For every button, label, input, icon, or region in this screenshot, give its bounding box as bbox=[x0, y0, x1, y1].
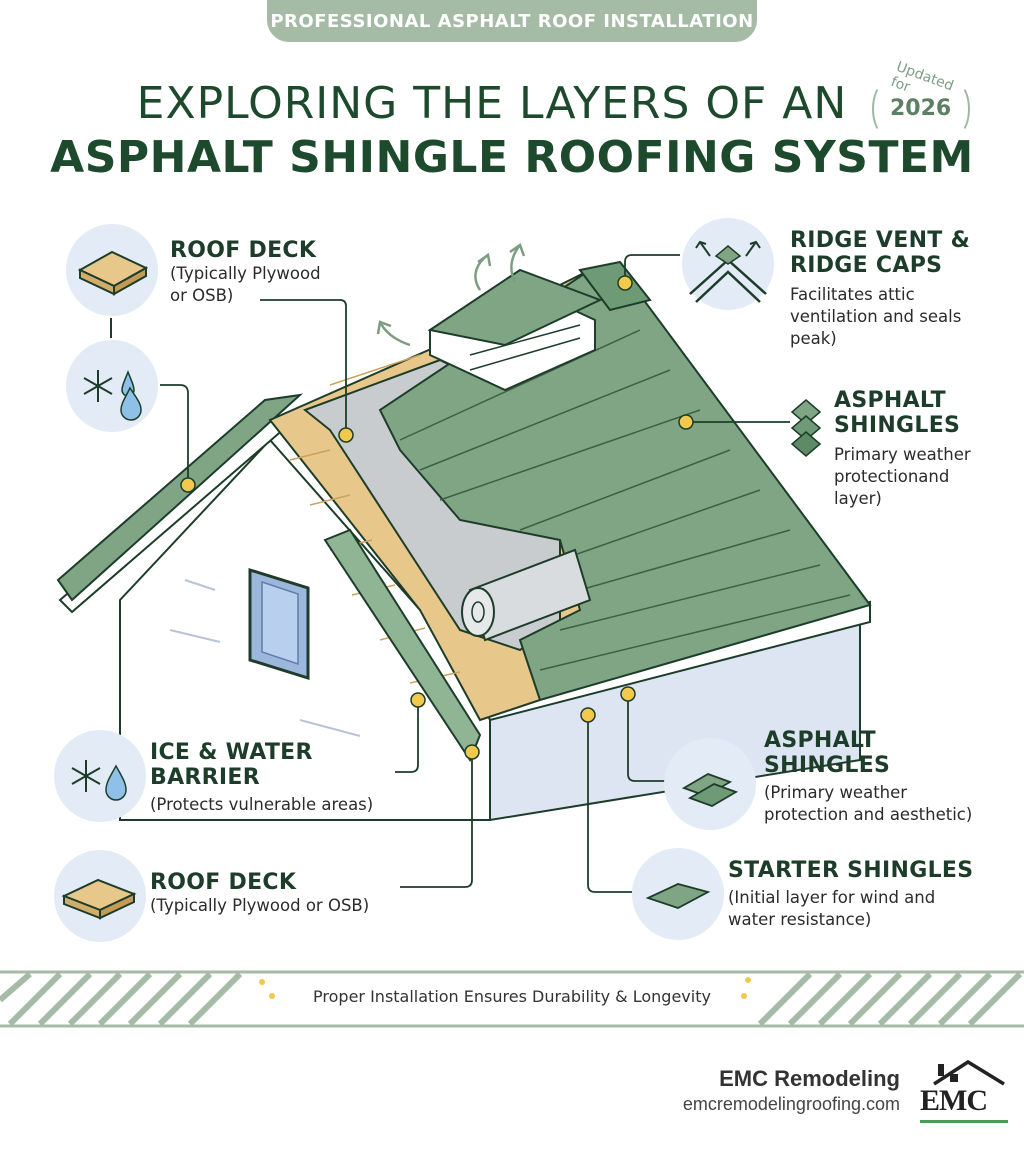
label-desc: peak) bbox=[790, 329, 837, 348]
company-name: EMC Remodeling bbox=[719, 1066, 900, 1091]
label-title: ICE & WATER bbox=[150, 740, 313, 765]
label-desc: water resistance) bbox=[728, 910, 872, 929]
label-title: ROOF DECK bbox=[150, 870, 297, 895]
top-banner: PROFESSIONAL ASPHALT ROOF INSTALLATION bbox=[267, 0, 757, 42]
badge-brace-left bbox=[872, 84, 896, 134]
label-desc: protectionand bbox=[834, 467, 950, 486]
pattern-left bbox=[0, 971, 243, 1027]
ice-water-icon-circle bbox=[54, 730, 146, 822]
label-desc: Facilitates attic bbox=[790, 285, 915, 304]
starter-shingle-icon bbox=[645, 883, 711, 909]
label-roof-deck-bottom: ROOF DECK (Typically Plywood or OSB) bbox=[150, 870, 369, 917]
label-starter-shingles: STARTER SHINGLES (Initial layer for wind… bbox=[728, 858, 973, 931]
siding-line bbox=[299, 719, 361, 737]
logo-underline bbox=[920, 1120, 1008, 1123]
label-desc: (Initial layer for wind and bbox=[728, 888, 936, 907]
shingle-stack-icon bbox=[790, 399, 822, 457]
starter-shingles-icon-circle bbox=[632, 848, 724, 940]
pattern-right bbox=[757, 971, 1023, 1027]
callout-dots bbox=[180, 275, 694, 760]
logo-text: EMC bbox=[920, 1084, 988, 1117]
roof-deck-bottom-icon-circle bbox=[54, 850, 146, 942]
updated-year: 2026 bbox=[890, 96, 952, 121]
ice-water-barrier bbox=[323, 528, 482, 763]
underlayment-roll bbox=[461, 548, 592, 642]
asphalt-shingles-bottom-icon-circle bbox=[664, 738, 756, 830]
label-desc: (Typically Plywood or OSB) bbox=[150, 896, 370, 915]
airflow-arrows bbox=[376, 243, 526, 347]
footer-tagline: Proper Installation Ensures Durability &… bbox=[313, 987, 711, 1006]
title-line-1: EXPLORING THE LAYERS OF AN bbox=[136, 78, 848, 129]
company-info: EMC Remodeling emcremodelingroofing.com bbox=[683, 1066, 900, 1115]
label-desc: (Protects vulnerable areas) bbox=[150, 795, 374, 814]
window-glass bbox=[261, 580, 299, 666]
plywood-icon bbox=[77, 250, 149, 296]
footer-pattern-band bbox=[0, 970, 1024, 1028]
label-desc: (Primary weather bbox=[764, 783, 908, 802]
company-url: emcremodelingroofing.com bbox=[682, 1094, 900, 1114]
badge-brace-right bbox=[946, 84, 970, 134]
label-title: SHINGLES bbox=[834, 413, 961, 438]
label-ridge-vent: RIDGE VENT & RIDGE CAPS Facilitates atti… bbox=[790, 228, 970, 350]
snowflake-drop-icon bbox=[83, 369, 142, 421]
label-title: RIDGE VENT & bbox=[790, 228, 971, 253]
shingle-rows bbox=[399, 329, 851, 671]
roof-deck-top-icon-circle bbox=[66, 224, 158, 316]
label-title: ASPHALT bbox=[764, 728, 876, 753]
label-desc: layer) bbox=[834, 489, 882, 508]
leader-lines bbox=[160, 254, 790, 893]
label-title: ROOF DECK bbox=[170, 238, 317, 263]
label-desc: Primary weather bbox=[834, 445, 971, 464]
shingle-stack-icon bbox=[681, 773, 739, 807]
label-title: RIDGE CAPS bbox=[790, 253, 943, 278]
house-roof-icon bbox=[933, 1059, 1005, 1086]
title-line-2: ASPHALT SHINGLE ROOFING SYSTEM bbox=[50, 132, 974, 183]
label-desc: ventilation and seals bbox=[790, 307, 962, 326]
ridge-cap bbox=[578, 260, 652, 312]
siding-line bbox=[169, 629, 221, 643]
label-ice-water: ICE & WATER BARRIER (Protects vulnerable… bbox=[150, 740, 373, 816]
updated-badge: Updated for 2026 bbox=[872, 59, 970, 134]
snowflake-drop-icon bbox=[71, 760, 127, 801]
label-title: SHINGLES bbox=[764, 753, 891, 778]
roof-diagram bbox=[56, 243, 872, 893]
ridge-vent-icon bbox=[689, 240, 767, 303]
left-shingle-overhang bbox=[56, 393, 304, 602]
label-desc: protection and aesthetic) bbox=[764, 805, 973, 824]
label-asphalt-shingles-top: ASPHALT SHINGLES Primary weather protect… bbox=[834, 388, 971, 510]
company-logo: EMC bbox=[914, 1058, 1014, 1128]
label-roof-deck-top: ROOF DECK (Typically Plywood or OSB) bbox=[170, 238, 321, 307]
siding-line bbox=[184, 579, 216, 591]
ridge-vent-icon-circle bbox=[682, 218, 774, 310]
label-desc: (Typically Plywood bbox=[170, 264, 321, 283]
ridge-vent bbox=[427, 268, 603, 392]
label-title: STARTER SHINGLES bbox=[728, 858, 974, 883]
plywood-icon bbox=[61, 878, 137, 920]
label-title: ASPHALT bbox=[834, 388, 946, 413]
label-desc: or OSB) bbox=[170, 286, 234, 305]
label-asphalt-shingles-bottom: ASPHALT SHINGLES (Primary weather protec… bbox=[764, 728, 972, 826]
ice-water-top-icon-circle bbox=[66, 340, 158, 432]
label-title: BARRIER bbox=[150, 765, 260, 790]
